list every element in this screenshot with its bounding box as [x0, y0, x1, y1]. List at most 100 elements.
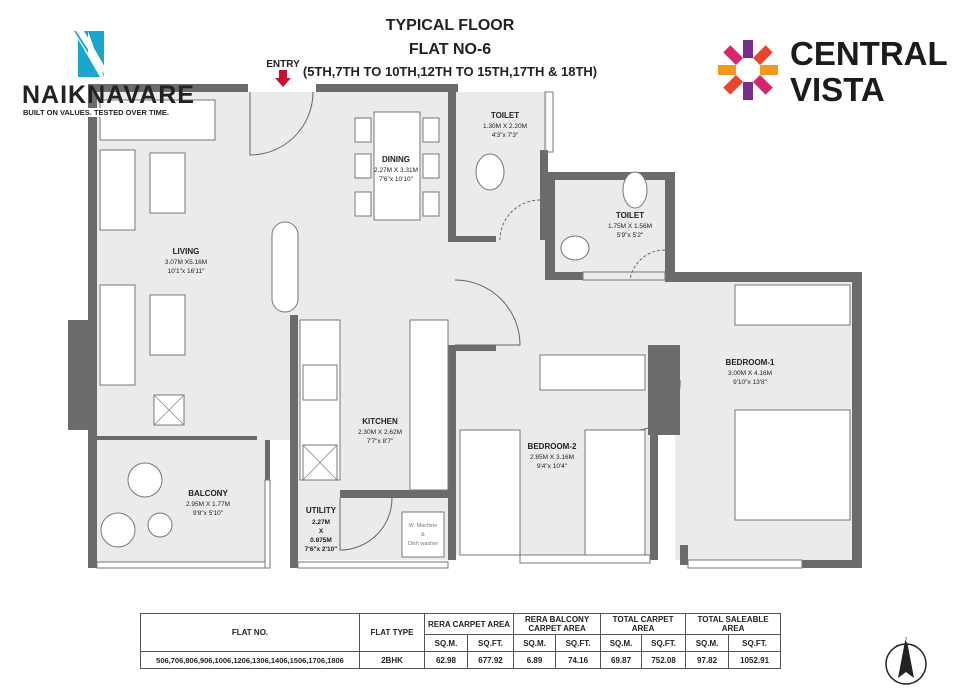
sofa-left: [99, 149, 136, 231]
header-total-saleable: TOTAL SALEABLE AREA: [685, 613, 782, 635]
cell-value: 74.16: [554, 651, 602, 669]
logo-petal: [718, 65, 736, 75]
room-kitchen: KITCHEN 2.30M X 2.62M 7'7"x 8'7": [358, 417, 402, 445]
room-size-m: 3.07M X5.16M: [165, 259, 207, 266]
walls: [68, 84, 862, 568]
furniture: [99, 99, 851, 558]
cell-value: 97.82: [685, 651, 730, 669]
sofa-right: [99, 284, 136, 386]
room-name: LIVING: [173, 247, 200, 256]
room-size-ft: 7'7"x 8'7": [367, 438, 394, 445]
plan-title: TYPICAL FLOOR FLAT NO-6 (5TH,7TH TO 10TH…: [300, 14, 600, 82]
room-size-ft: 9'8"x 5'10": [193, 510, 224, 517]
table-row: 506,706,806,906,1006,1206,1306,1406,1506…: [140, 651, 782, 669]
logo-petal: [752, 74, 773, 95]
hob-icon: [302, 364, 338, 401]
room-size-ft: 10'1"x 16'11": [168, 268, 206, 275]
header-sqm: SQ.M.: [600, 634, 643, 652]
header-rera-carpet: RERA CARPET AREA: [423, 613, 515, 635]
entry-arrow-icon: [275, 70, 291, 87]
header-sqm: SQ.M.: [424, 634, 468, 652]
cell-flat-no: 506,706,806,906,1006,1206,1306,1406,1506…: [140, 651, 360, 669]
area-table: FLAT NO. FLAT TYPE RERA CARPET AREA RERA…: [140, 613, 782, 669]
room-name: TOILET: [616, 211, 644, 220]
logo-petal: [723, 45, 744, 66]
room-size-m: 2.95M X 1.77M: [186, 501, 230, 508]
header-total-carpet: TOTAL CARPET AREA: [600, 613, 687, 635]
room-size-ft: 4'3"x 7'3": [492, 132, 519, 139]
cell-value: 6.89: [513, 651, 556, 669]
washing-machine-box: [401, 511, 445, 558]
room-name: KITCHEN: [362, 417, 398, 426]
header-sqft: SQ.FT.: [641, 634, 687, 652]
header-sqm: SQ.M.: [685, 634, 730, 652]
project-name-line1: CENTRAL: [790, 35, 948, 72]
cell-value: 752.08: [641, 651, 687, 669]
wash-basin: [560, 235, 590, 261]
side-table: [149, 294, 186, 356]
room-living: LIVING 3.07M X5.16M 10'1"x 16'11": [165, 247, 207, 275]
svg-text:&: &: [421, 532, 425, 538]
room-name: BEDROOM-2: [528, 442, 577, 451]
wardrobe-1: [734, 284, 851, 326]
header-sqm: SQ.M.: [513, 634, 556, 652]
wc-1: [475, 153, 505, 191]
room-size-m: 1.30M X 2.20M: [483, 123, 527, 130]
central-vista-logo-mark: [718, 40, 778, 100]
room-size-ft: 7'6"x 2'10": [305, 546, 338, 553]
room-size-ft: 7'6"x 10'10": [379, 176, 414, 183]
room-name: BEDROOM-1: [726, 358, 775, 367]
room-size-ft: 9'4"x 10'4": [537, 463, 568, 470]
balcony-chair: [127, 462, 163, 498]
room-bedroom-2: BEDROOM-2 2.85M X 3.16M 9'4"x 10'4": [528, 442, 577, 470]
appliance-label: W. Machine & Dish washer: [408, 523, 438, 547]
room-size-m: 2.27M: [312, 519, 330, 526]
balcony-table: [147, 512, 173, 538]
cell-value: 677.92: [466, 651, 515, 669]
coffee-table: [149, 152, 186, 214]
room-name: UTILITY: [306, 506, 337, 515]
room-toilet-1: TOILET 1.30M X 2.20M 4'3"x 7'3": [483, 111, 527, 139]
room-size-m2: 0.875M: [310, 537, 332, 544]
logo-petal: [723, 74, 744, 95]
entry-label: ENTRY: [266, 59, 300, 70]
balcony-chair: [100, 512, 136, 548]
room-size-m: 1.75M X 1.56M: [608, 223, 652, 230]
kitchen-cabinet: [409, 319, 449, 491]
svg-text:Dish washer: Dish washer: [408, 541, 438, 547]
header-flat-type: FLAT TYPE: [359, 613, 425, 652]
room-bedroom-1: BEDROOM-1 3.00M X 4.16M 9'10"x 13'8": [726, 358, 775, 386]
room-utility: UTILITY 2.27M X 0.875M 7'6"x 2'10": [305, 506, 338, 553]
logo-petal: [743, 82, 753, 100]
project-name-line2: VISTA: [790, 71, 885, 108]
title-floors: (5TH,7TH TO 10TH,12TH TO 15TH,17TH & 18T…: [302, 64, 598, 79]
room-size-m: 2.30M X 2.62M: [358, 429, 402, 436]
sofa-top: [99, 99, 216, 141]
logo-petal: [760, 65, 778, 75]
header-rera-balcony: RERA BALCONY CARPET AREA: [513, 613, 602, 635]
wc-2: [622, 171, 648, 209]
wardrobe-2: [539, 354, 646, 391]
room-size-m: 2.85M X 3.16M: [530, 454, 574, 461]
project-name: CENTRAL VISTA: [790, 36, 948, 108]
furniture-detail: [153, 394, 338, 481]
title-flat-no: FLAT NO-6: [408, 41, 492, 58]
header-sqft: SQ.FT.: [728, 634, 782, 652]
room-dining: DINING 2.27M X 3.31M 7'6"x 10'10": [374, 155, 418, 183]
room-size-ft: 9'10"x 13'8": [733, 379, 768, 386]
partition: [271, 221, 299, 313]
room-toilet-2: TOILET 1.75M X 1.56M 5'9"x 5'2": [608, 211, 652, 239]
cell-value: 69.87: [600, 651, 643, 669]
north-compass-icon: N: [885, 636, 927, 685]
bed-1: [734, 409, 851, 521]
header-sqft: SQ.FT.: [466, 634, 515, 652]
cell-value: 1052.91: [728, 651, 782, 669]
dining-table: [373, 111, 421, 221]
windows: [96, 91, 803, 569]
header-sqft: SQ.FT.: [554, 634, 602, 652]
cell-flat-type: 2BHK: [359, 651, 425, 669]
title-typical-floor: TYPICAL FLOOR: [385, 17, 515, 34]
room-name: BALCONY: [188, 489, 228, 498]
room-name: DINING: [382, 155, 410, 164]
naiknavare-logo-mark: [74, 31, 106, 77]
